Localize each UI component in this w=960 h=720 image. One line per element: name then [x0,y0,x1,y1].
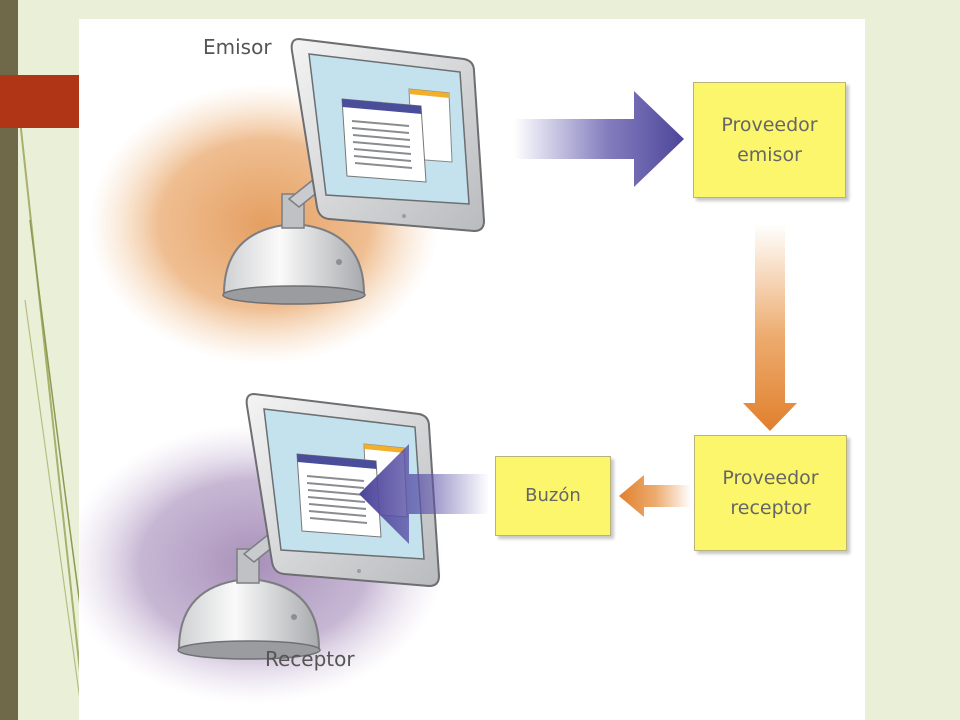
node-proveedor-emisor: Proveedor emisor [693,82,846,198]
node-buzon: Buzón [495,456,611,536]
accent-tab [0,75,80,128]
diagram-panel: Emisor Receptor Proveedor emisor Proveed… [79,19,865,720]
sender-label: Emisor [203,35,272,59]
decorative-curve [24,299,81,701]
decorative-curve [29,219,83,621]
receiver-label: Receptor [265,647,355,671]
node-proveedor-receptor: Proveedor receptor [694,435,847,551]
sidebar-strip [0,0,18,720]
arrow-buzon-to-receptor [359,444,489,544]
decorative-curve [19,119,83,691]
arrow-proveedor-emisor-to-proveedor-receptor [743,224,797,431]
diagram-canvas [79,38,797,704]
arrow-emisor-to-proveedor-emisor [514,91,684,187]
arrow-proveedor-receptor-to-buzon [619,475,691,517]
